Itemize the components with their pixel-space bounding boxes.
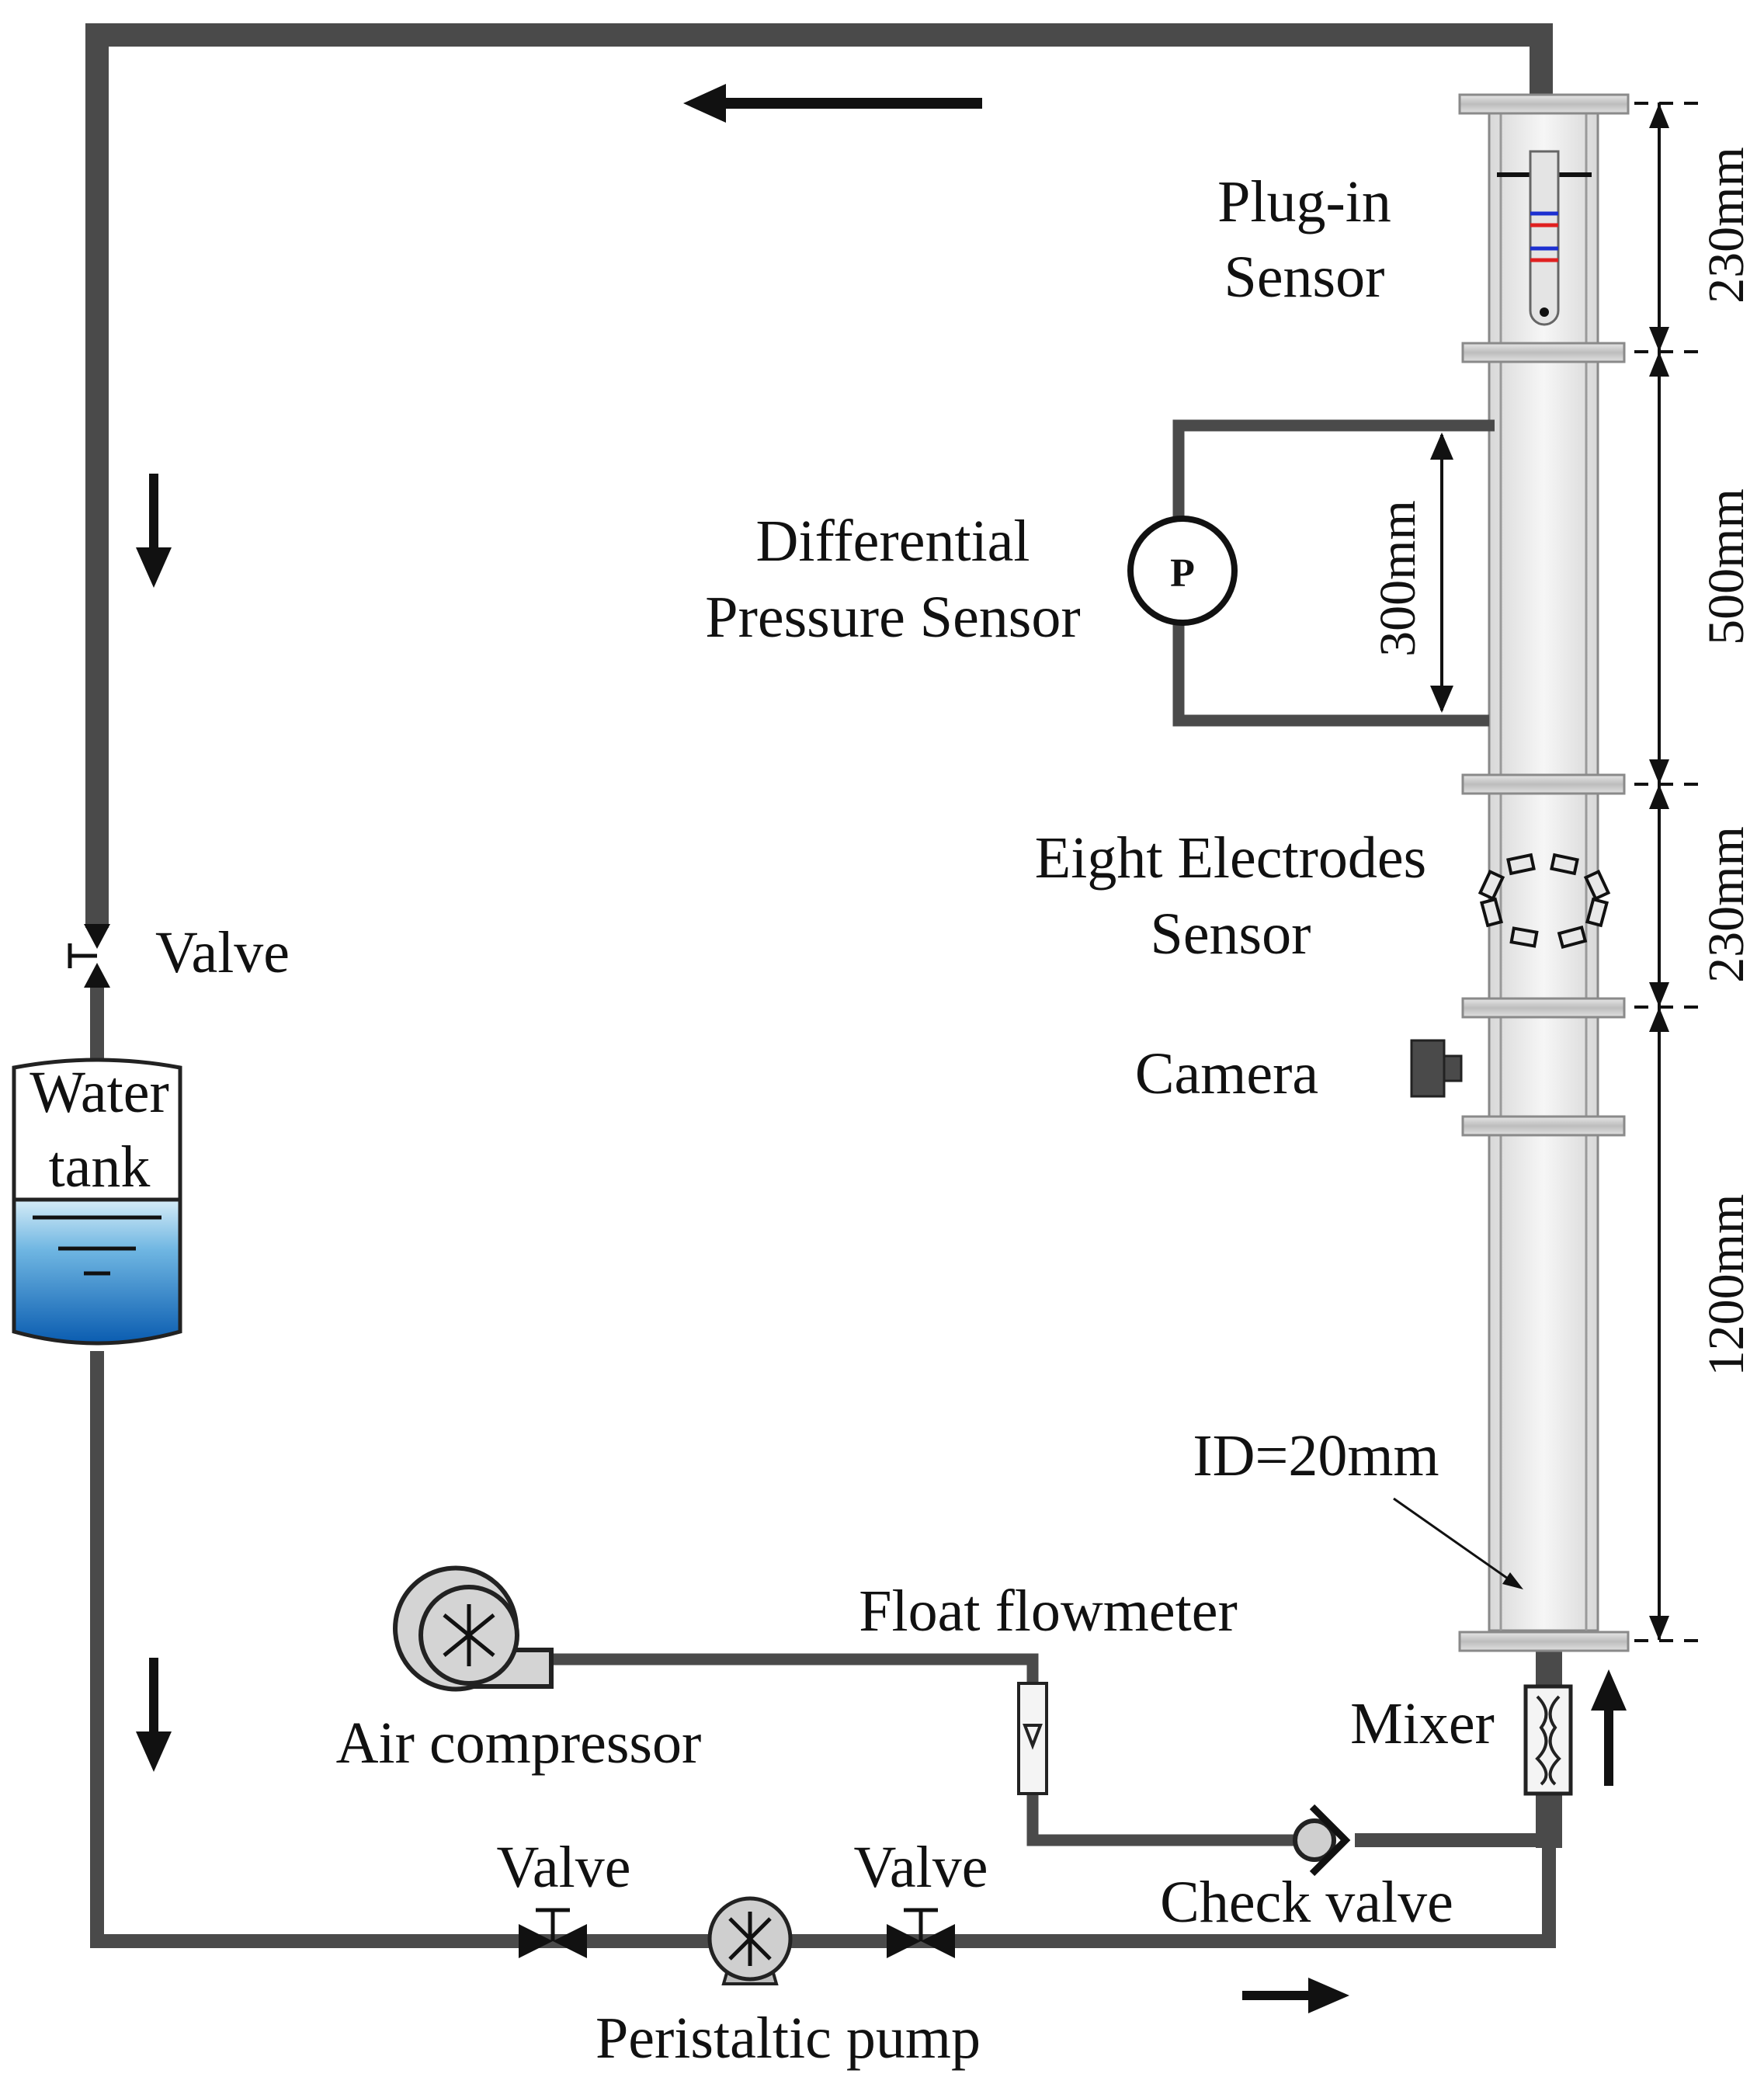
bottom-valve-2-label: Valve (853, 1835, 988, 1900)
column-dimension-lines (1634, 102, 1704, 1642)
dp-tubing (1172, 419, 1495, 727)
check-valve-icon (1293, 1804, 1351, 1877)
air-compressor-label: Air compressor (336, 1711, 702, 1776)
flow-direction-arrows (136, 84, 1627, 2013)
dim-section-1: 230mm (1698, 147, 1755, 304)
mixer-label: Mixer (1350, 1691, 1495, 1756)
peristaltic-pump-icon (707, 1896, 793, 1985)
id-label: ID=20mm (1193, 1423, 1439, 1488)
flange (1461, 1115, 1626, 1137)
peristaltic-pump-label: Peristaltic pump (596, 2006, 981, 2071)
plug-in-label-line1: Plug-in (1217, 169, 1391, 234)
dp-label-line1: Differential (755, 509, 1030, 574)
float-flowmeter-icon (1017, 1682, 1048, 1795)
mixer-icon (1523, 1684, 1573, 1796)
flange (1461, 997, 1626, 1019)
eight-electrodes-label-line1: Eight Electrodes (1035, 825, 1426, 891)
dp-span-label: 300mm (1370, 500, 1426, 657)
flange (1458, 93, 1630, 115)
id-pointer (1393, 1497, 1523, 1589)
flange (1461, 773, 1626, 795)
plug-in-sensor-probe (1497, 150, 1592, 326)
dimension-arrowheads (1649, 103, 1669, 1641)
water-tank (12, 1058, 182, 1346)
left-valve-label: Valve (155, 920, 290, 985)
plug-in-label-line2: Sensor (1224, 245, 1385, 310)
flange (1458, 1631, 1630, 1652)
dim-300mm (1430, 432, 1453, 713)
camera-label: Camera (1135, 1041, 1318, 1106)
bottom-valve-1-icon (519, 1908, 587, 1958)
dim-section-4: 1200mm (1698, 1194, 1755, 1377)
float-flowmeter-label: Float flowmeter (859, 1579, 1238, 1644)
air-pipe (551, 1653, 1320, 1846)
dp-label-line2: Pressure Sensor (705, 585, 1080, 650)
eight-electrodes-ring (1478, 853, 1611, 950)
air-compressor-icon (393, 1565, 554, 1692)
bottom-valve-2-icon (887, 1908, 955, 1958)
water-tank-label-line1: Water (30, 1060, 169, 1125)
test-column (1488, 103, 1599, 1632)
camera-icon (1410, 1039, 1463, 1098)
eight-electrodes-label-line2: Sensor (1151, 901, 1311, 967)
flange (1461, 342, 1626, 363)
bottom-valve-1-label: Valve (496, 1835, 630, 1900)
left-valve-icon (68, 924, 110, 988)
dim-section-2: 500mm (1698, 488, 1755, 645)
water-tank-label-line2: tank (49, 1134, 151, 1200)
return-pipe (85, 23, 1556, 1948)
column-flanges (1458, 93, 1630, 1652)
check-valve-label: Check valve (1160, 1870, 1453, 1935)
dp-symbol: P (1170, 551, 1195, 596)
pressure-gauge-icon (1127, 516, 1238, 626)
dim-section-3: 230mm (1698, 826, 1755, 983)
